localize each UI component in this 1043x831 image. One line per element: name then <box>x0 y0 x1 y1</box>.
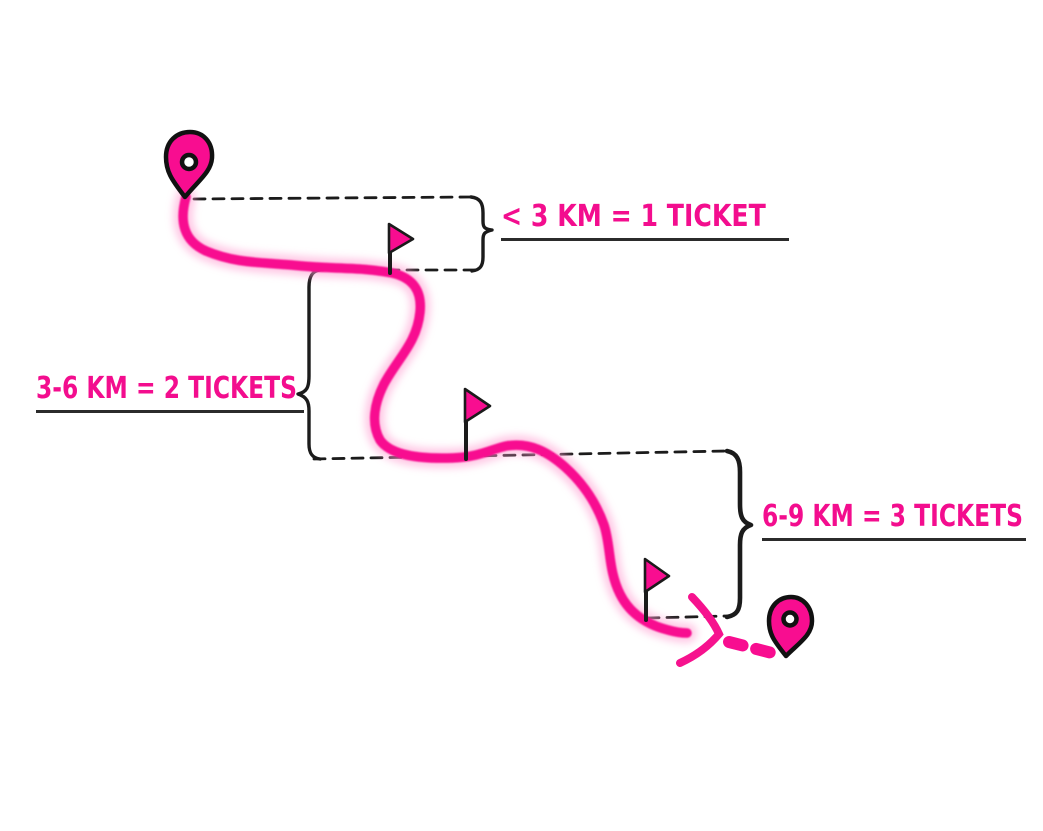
flag-icon <box>387 222 415 255</box>
checkpoint-flag-1 <box>387 222 415 275</box>
checkpoint-flag-2 <box>463 387 492 461</box>
arrow-right-icon <box>676 593 724 667</box>
measure-line-4 <box>646 614 729 620</box>
fare-label-text: 6-9 KM = 3 TICKETS <box>762 499 1023 534</box>
measure-line-1 <box>192 195 473 201</box>
flag-icon <box>643 557 671 594</box>
fare-label-text: < 3 KM = 1 TICKET <box>501 199 766 234</box>
fare-label-text: 3-6 KM = 2 TICKETS <box>36 371 297 406</box>
bracket-segment-1 <box>469 195 494 273</box>
trail-dots <box>723 636 782 660</box>
route-path <box>178 192 692 638</box>
start-pin <box>163 129 215 200</box>
checkpoint-flag-3 <box>643 557 671 622</box>
measure-line-3 <box>312 449 729 461</box>
bracket-segment-2 <box>296 268 322 461</box>
fare-label-3-6km: 3-6 KM = 2 TICKETS <box>36 371 304 413</box>
fare-label-under-3km: < 3 KM = 1 TICKET <box>501 199 789 241</box>
destination-pin <box>766 594 815 659</box>
pin-hole <box>781 610 799 628</box>
bracket-segment-3 <box>724 448 754 620</box>
flag-icon <box>463 387 492 424</box>
pin-hole <box>179 152 199 172</box>
fare-label-6-9km: 6-9 KM = 3 TICKETS <box>762 499 1026 541</box>
